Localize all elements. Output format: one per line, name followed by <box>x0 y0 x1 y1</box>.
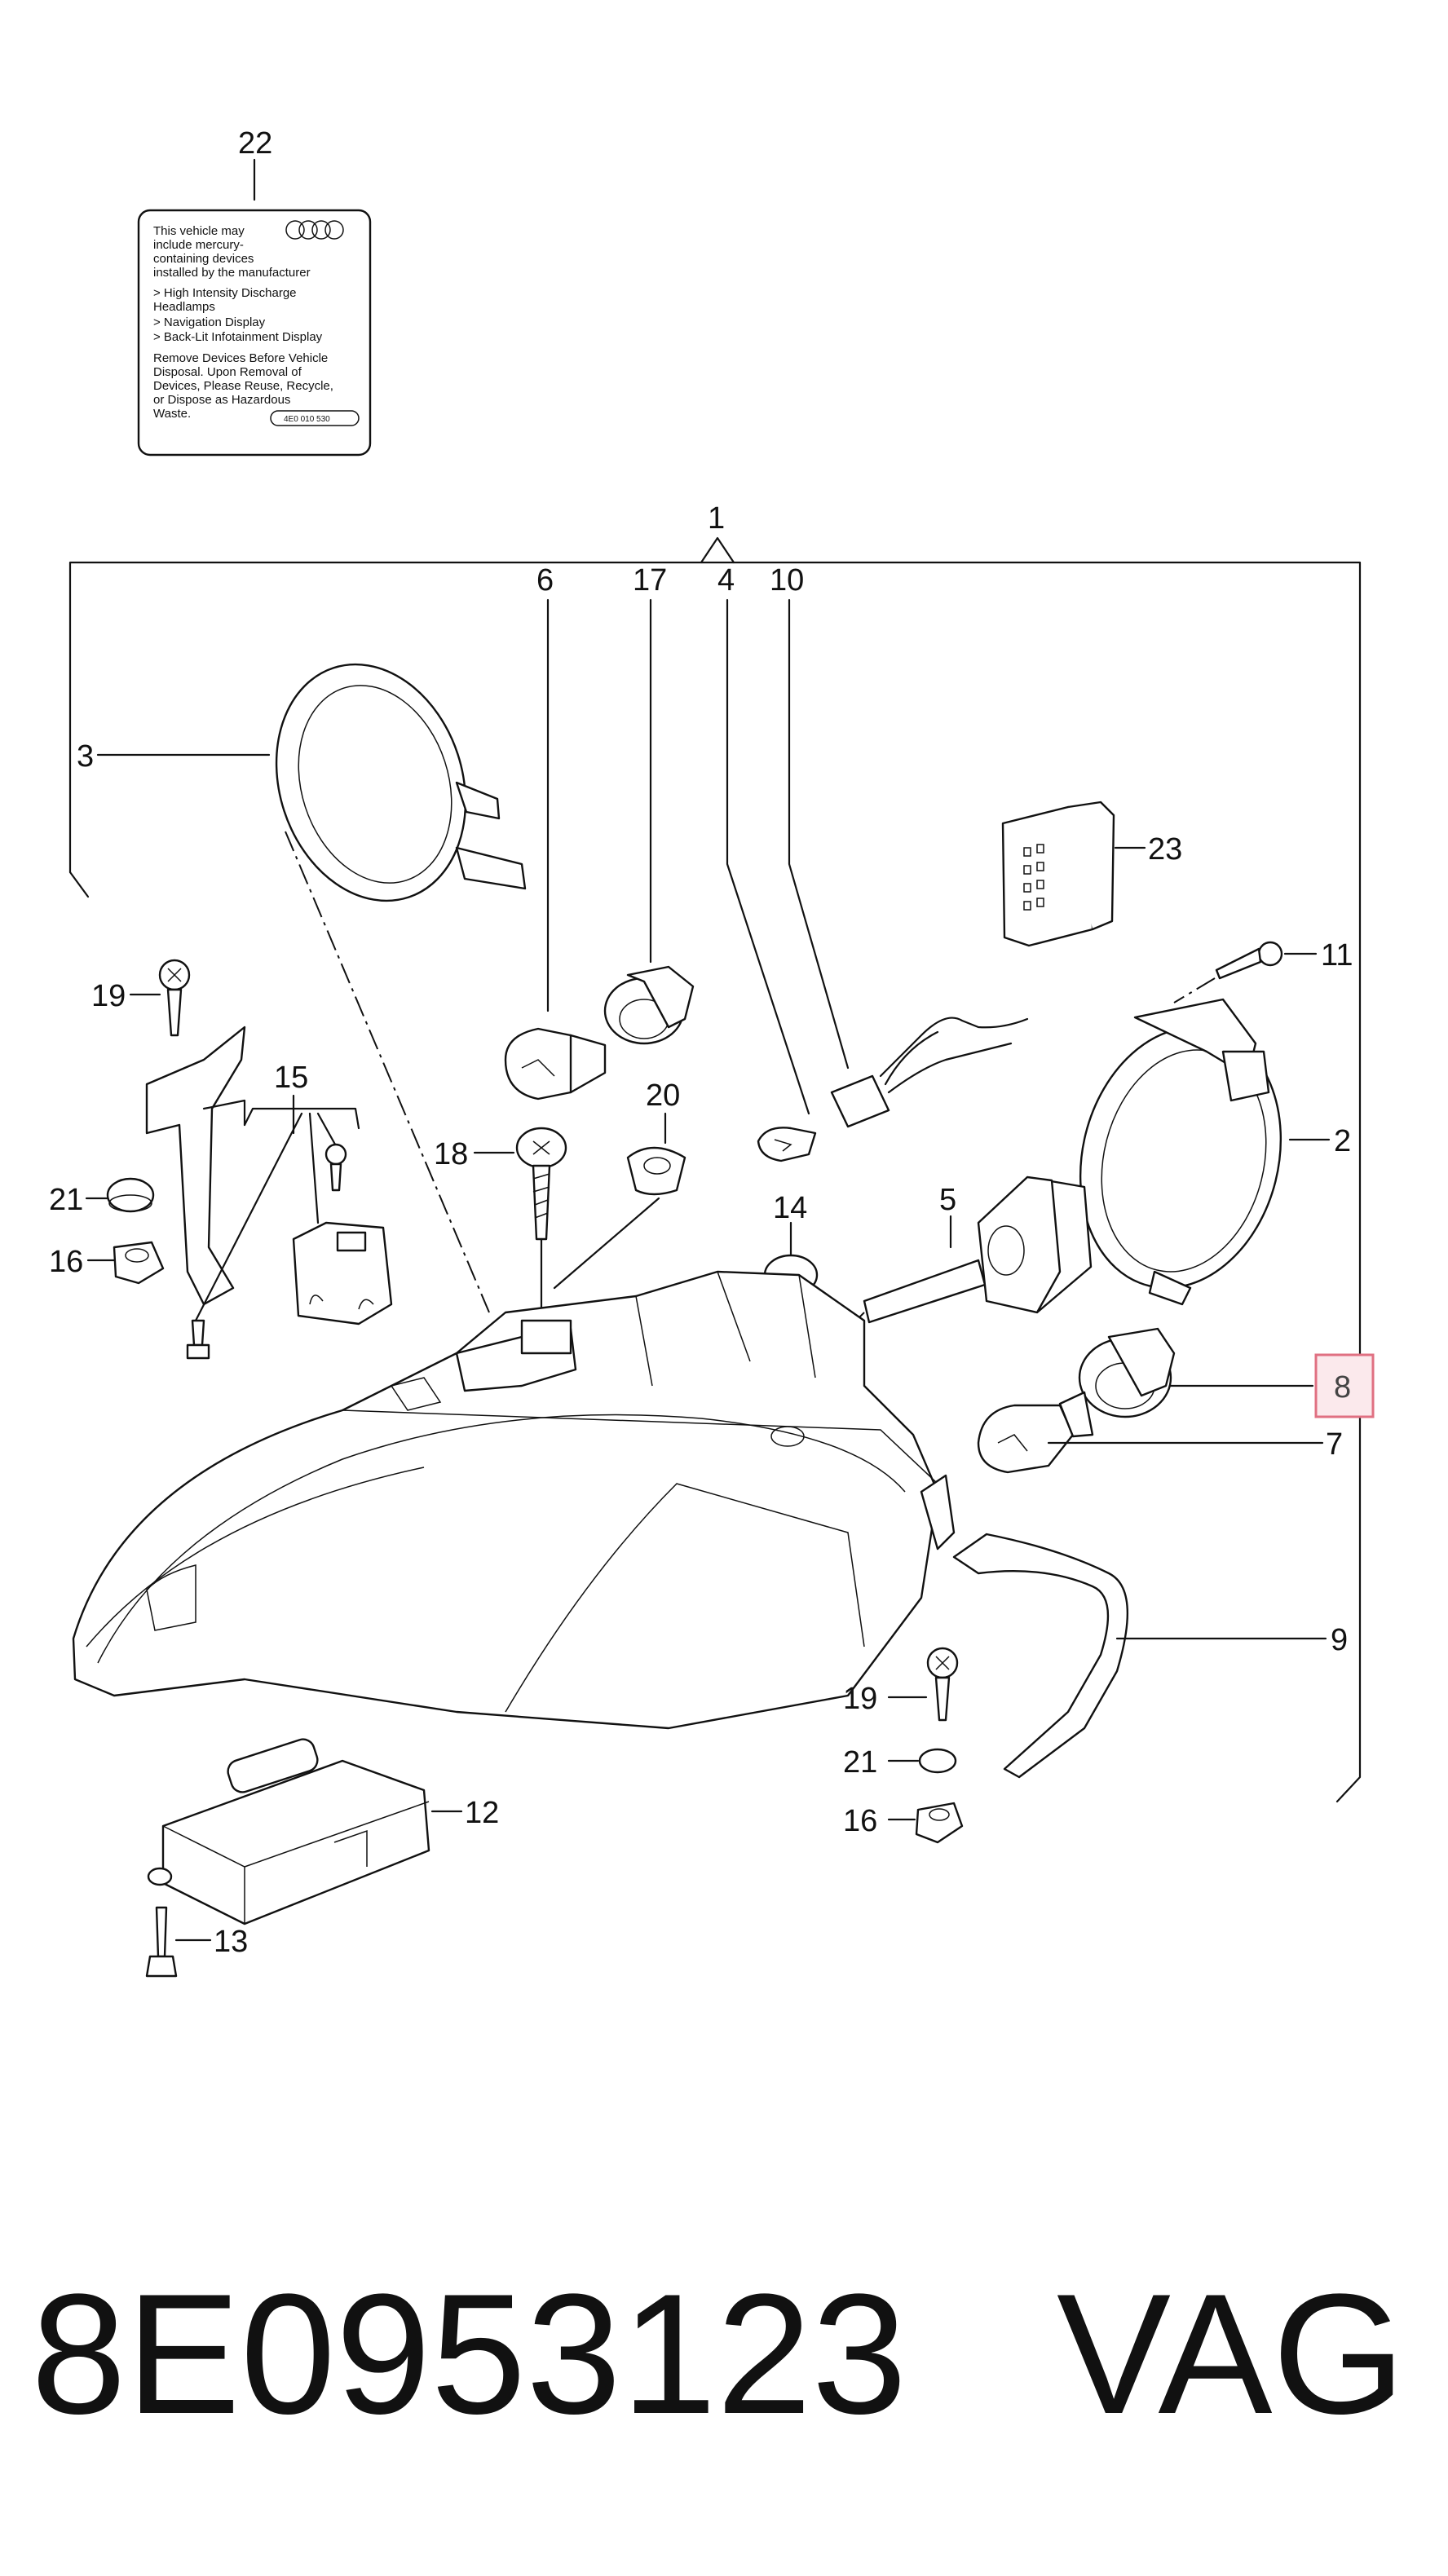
footer-part-number: 8E0953123 <box>31 2258 907 2450</box>
callout-11: 11 <box>1321 938 1353 973</box>
bulb-6 <box>504 1027 607 1101</box>
footer-brand: VAG <box>1057 2258 1406 2450</box>
label-line-11: Devices, Please Reuse, Recycle, <box>153 379 333 393</box>
callout-16-lower: 16 <box>843 1804 877 1838</box>
nut-16-lower <box>915 1802 964 1844</box>
sealing-strip-9 <box>952 1533 1129 1779</box>
callout-17: 17 <box>633 563 667 598</box>
nut-16-upper <box>113 1241 165 1285</box>
callout-20: 20 <box>646 1078 680 1113</box>
label-line-7: > Navigation Display <box>153 315 266 329</box>
callout-23: 23 <box>1148 832 1182 867</box>
label-line-13: Waste. <box>153 407 191 421</box>
assembly-bracket <box>68 536 1362 1803</box>
bulb-socket-8 <box>1078 1327 1176 1418</box>
four-rings-logo-icon <box>285 220 344 240</box>
callout-13: 13 <box>214 1925 248 1959</box>
bulb-socket-17 <box>603 965 695 1045</box>
callout-19-upper: 19 <box>91 979 126 1013</box>
control-unit-12 <box>147 1738 430 1925</box>
washer-21-lower <box>918 1748 957 1774</box>
screw-19-lower <box>926 1647 959 1722</box>
washer-21-upper <box>106 1177 155 1213</box>
callout-14: 14 <box>773 1191 807 1225</box>
label-line-10: Disposal. Upon Removal of <box>153 365 302 379</box>
screw-13 <box>145 1906 178 1978</box>
warning-label: This vehicle may include mercury- contai… <box>137 209 372 457</box>
screw-19-upper <box>158 959 191 1037</box>
connector-23 <box>1001 801 1115 947</box>
label-line-12: or Dispose as Hazardous <box>153 393 290 407</box>
label-line-3: containing devices <box>153 252 254 266</box>
callout-5: 5 <box>939 1183 956 1217</box>
cover-ring-2 <box>1079 998 1282 1306</box>
label-part-number: 4E0 010 530 <box>284 415 330 424</box>
callout-15: 15 <box>274 1061 308 1095</box>
callout-2: 2 <box>1334 1124 1351 1158</box>
screw-15-lower <box>186 1319 210 1360</box>
label-line-4: installed by the manufacturer <box>153 266 311 280</box>
callout-12: 12 <box>465 1796 499 1830</box>
callout-10: 10 <box>770 563 804 598</box>
callout-16-upper: 16 <box>49 1245 83 1279</box>
wiring-harness-10 <box>830 1017 1029 1128</box>
label-line-1: This vehicle may <box>153 224 245 238</box>
screw-15-small <box>324 1143 347 1192</box>
callout-6: 6 <box>536 563 554 598</box>
callout-4: 4 <box>717 563 735 598</box>
callout-21-lower: 21 <box>843 1745 877 1780</box>
clip-20 <box>626 1146 686 1196</box>
cover-ring-3 <box>275 663 527 902</box>
xenon-bulb-5 <box>863 1176 1093 1324</box>
callout-8: 8 <box>1334 1370 1351 1405</box>
callout-19-lower: 19 <box>843 1682 877 1716</box>
callout-22: 22 <box>238 126 272 161</box>
connector-pins-icon <box>1023 844 1044 911</box>
label-line-5: > High Intensity Discharge <box>153 286 297 300</box>
bulb-7 <box>977 1391 1094 1474</box>
screw-18 <box>515 1127 567 1241</box>
label-line-9: Remove Devices Before Vehicle <box>153 351 328 365</box>
highlight-box-8 <box>1314 1353 1375 1418</box>
label-line-2: include mercury- <box>153 238 244 252</box>
callout-1: 1 <box>708 501 725 536</box>
callout-18: 18 <box>434 1137 468 1171</box>
callout-3: 3 <box>77 739 94 774</box>
bulb-4 <box>757 1127 817 1162</box>
headlamp-housing <box>72 1270 956 1730</box>
callout-7: 7 <box>1326 1427 1343 1462</box>
mounting-bracket-15 <box>145 1026 246 1306</box>
label-line-8: > Back-Lit Infotainment Display <box>153 330 323 344</box>
callout-21-upper: 21 <box>49 1183 83 1217</box>
clip-block-15 <box>292 1221 393 1325</box>
callout-9: 9 <box>1331 1623 1348 1657</box>
label-line-6: Headlamps <box>153 300 215 314</box>
screw-11 <box>1215 941 1283 980</box>
